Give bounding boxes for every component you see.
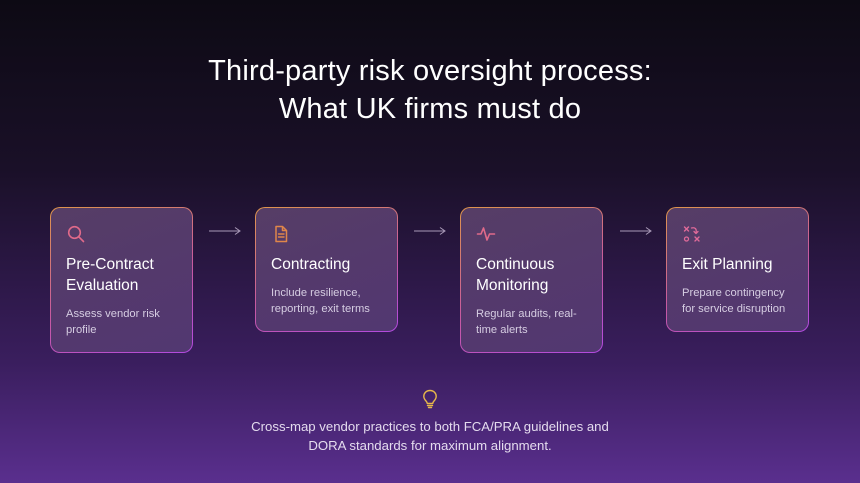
- arrow-icon: [620, 227, 652, 235]
- step-title: Exit Planning: [682, 256, 773, 273]
- step-card-continuous-monitoring: Continuous Monitoring Regular audits, re…: [460, 207, 603, 353]
- strategy-icon: [683, 226, 700, 242]
- title-line-2: What UK firms must do: [278, 93, 582, 125]
- step-title: Continuous Monitoring: [476, 256, 555, 294]
- document-icon: [275, 225, 288, 243]
- step-card-pre-contract-evaluation: Pre-Contract Evaluation Assess vendor ri…: [50, 207, 193, 353]
- footer-note: Cross-map vendor practices to both FCA/P…: [251, 419, 609, 453]
- step-card-exit-planning: Exit Planning Prepare contingency for se…: [666, 207, 809, 332]
- lightbulb-icon: [423, 389, 437, 409]
- step-description: Regular audits, real- time alerts: [476, 308, 577, 336]
- arrow-icon: [209, 227, 241, 235]
- title-line-1: Third-party risk oversight process:: [208, 55, 652, 87]
- step-description: Assess vendor risk profile: [66, 308, 160, 336]
- arrow-icon: [414, 227, 446, 235]
- search-icon: [67, 225, 85, 243]
- step-card-contracting: Contracting Include resilience, reportin…: [255, 207, 398, 332]
- step-title: Pre-Contract Evaluation: [66, 256, 154, 294]
- step-description: Include resilience, reporting, exit term…: [271, 287, 370, 315]
- pulse-icon: [476, 227, 496, 241]
- step-description: Prepare contingency for service disrupti…: [682, 287, 786, 315]
- page-title: Third-party risk oversight process: What…: [0, 52, 860, 128]
- step-title: Contracting: [271, 256, 351, 273]
